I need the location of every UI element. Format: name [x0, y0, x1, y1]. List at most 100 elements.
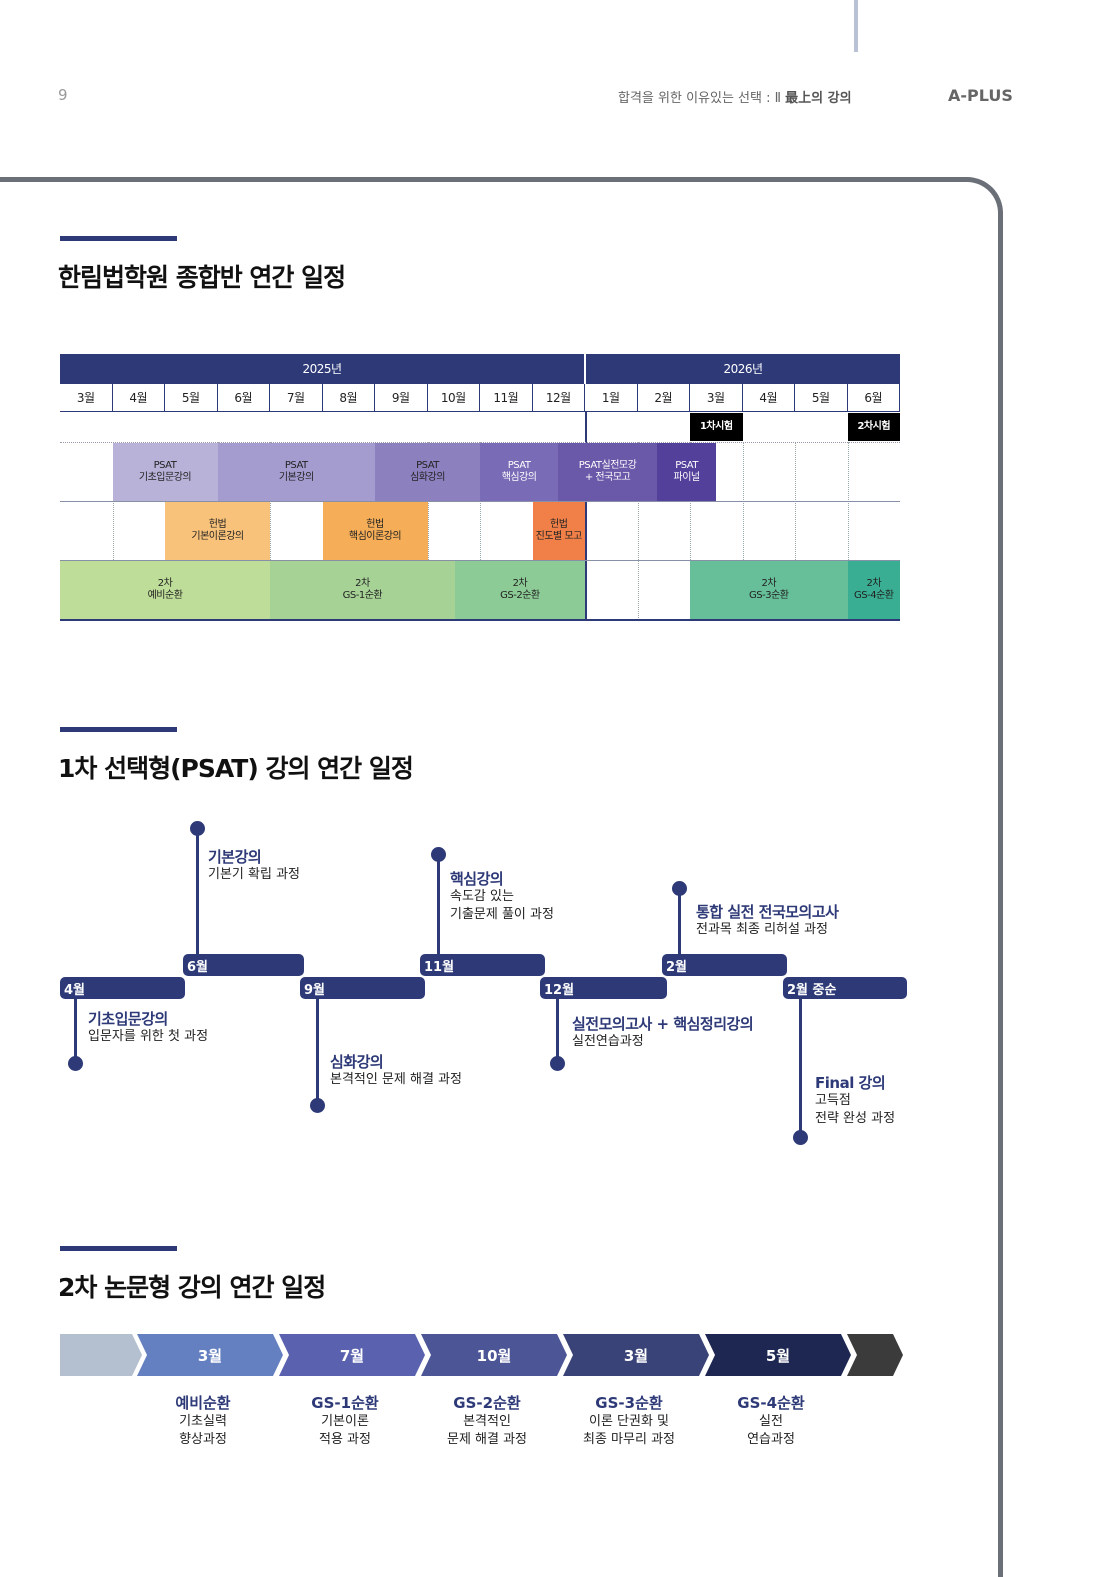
cell-line: 핵심강의 [501, 472, 537, 483]
month-header: 6월 [847, 384, 900, 412]
timeline-month-label: 2월 [662, 954, 787, 976]
chevron-start [60, 1334, 142, 1376]
milestone-title: 기본강의 [208, 848, 262, 866]
month-header: 9월 [375, 384, 428, 412]
month-header: 4월 [742, 384, 795, 412]
timeline-dot-icon [550, 1056, 565, 1071]
month-header: 5월 [795, 384, 848, 412]
cell-line: PSAT [284, 460, 308, 471]
milestone-title: 실전모의고사 + 핵심정리강의 [572, 1015, 754, 1033]
timeline-dot-icon [793, 1130, 808, 1145]
cell-line: 헌법 [550, 519, 568, 530]
month-header: 4월 [112, 384, 165, 412]
cell-line: PSAT [507, 460, 531, 471]
milestone-title: 심화강의 [330, 1053, 384, 1071]
grid-line [637, 442, 639, 620]
grid-line [112, 442, 114, 620]
cell-line: 진도별 모고 [535, 531, 583, 542]
month-header: 1월 [585, 384, 638, 412]
exam-badge: 2차시험 [847, 413, 900, 441]
section-bar [60, 1246, 177, 1251]
timeline-dot-icon [190, 821, 205, 836]
timeline-stem [196, 828, 199, 955]
step-title: GS-4순환 [737, 1394, 805, 1412]
section-title-psat: 1차 선택형(PSAT) 강의 연간 일정 [58, 754, 414, 783]
cell-line: PSAT [675, 460, 698, 471]
month-header: 10월 [427, 384, 480, 412]
grid-line [480, 442, 481, 620]
milestone-desc: 전략 완성 과정 [815, 1111, 896, 1126]
milestone-title: Final 강의 [815, 1074, 886, 1092]
month-header: 12월 [532, 384, 585, 412]
row-line [60, 442, 900, 443]
cell-line: PSAT [153, 460, 177, 471]
cell-line: 핵심이론강의 [348, 531, 402, 542]
cell-line: 기초입문강의 [138, 472, 192, 483]
cell-line: 2차 [761, 578, 777, 589]
header-divider [854, 0, 858, 52]
timeline-dot-icon [68, 1056, 83, 1071]
grid-line [795, 442, 796, 620]
step-desc: 이론 단권화 및 [588, 1414, 670, 1429]
row-line [60, 501, 900, 502]
timeline-month-label: 11월 [420, 954, 545, 976]
month-header: 6월 [217, 384, 270, 412]
step-title: GS-1순환 [311, 1394, 379, 1412]
timeline-dot-icon [672, 881, 687, 896]
month-header: 3월 [690, 384, 743, 412]
step-title: 예비순환 [175, 1394, 231, 1412]
row-line [60, 619, 900, 621]
page-number: 9 [58, 86, 68, 104]
step-desc: 향상과정 [179, 1432, 227, 1447]
section-title-annual: 한림법학원 종합반 연간 일정 [58, 263, 346, 292]
year-divider [585, 412, 587, 620]
step-desc: 기초실력 [179, 1414, 227, 1429]
grid-line [847, 442, 849, 620]
step-desc: 최종 마무리 과정 [583, 1432, 675, 1447]
milestone-title: 핵심강의 [450, 870, 504, 888]
cell-line: 기본강의 [278, 472, 314, 483]
psat-course-block: PSAT실전모강+ 전국모고 [558, 443, 657, 501]
cell-line: 2차 [157, 578, 173, 589]
milestone-title: 통합 실전 전국모의고사 [696, 903, 839, 921]
section-bar [60, 236, 177, 241]
month-header: 2월 [637, 384, 690, 412]
month-header: 5월 [165, 384, 218, 412]
month-header: 7월 [270, 384, 323, 412]
chevron-step: 7월 [279, 1334, 425, 1376]
milestone-desc: 기본기 확립 과정 [208, 867, 300, 882]
timeline-stem [556, 999, 559, 1063]
year-header-2025: 2025년 [60, 354, 584, 384]
step-title: GS-3순환 [595, 1394, 663, 1412]
step-desc: 실전 [759, 1414, 783, 1429]
grid-line [427, 442, 429, 620]
step-desc: 적용 과정 [319, 1432, 371, 1447]
content-frame [0, 177, 1003, 1577]
step-desc: 문제 해결 과정 [446, 1432, 528, 1447]
step-desc: 연습과정 [747, 1432, 795, 1447]
subtitle-bold: 最上의 강의 [785, 91, 852, 106]
cell-line: GS-2순환 [500, 590, 540, 601]
milestone-desc: 고득점 [815, 1093, 851, 1108]
timeline-stem [437, 854, 440, 955]
chevron-step: 5월 [705, 1334, 851, 1376]
cell-line: 2차 [512, 578, 528, 589]
cell-line: 심화강의 [410, 472, 445, 483]
timeline-stem [74, 999, 77, 1063]
milestone-desc: 입문자를 위한 첫 과정 [88, 1029, 209, 1044]
cell-line: GS-1순환 [342, 590, 383, 601]
timeline-stem [678, 888, 681, 955]
timeline-month-label: 6월 [183, 954, 304, 976]
